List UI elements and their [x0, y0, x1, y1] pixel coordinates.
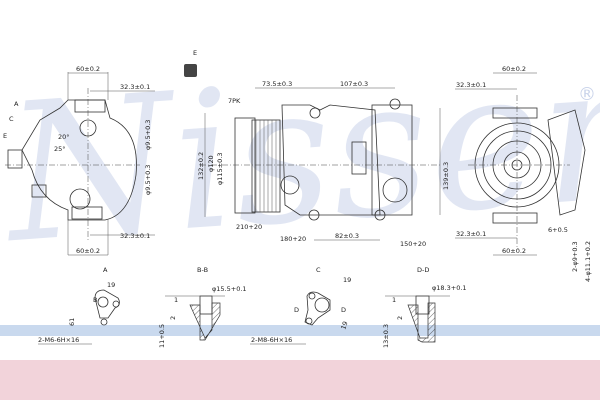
- left-view: 60±0.2 32.3±0.1 φ9.5+0.3 φ9.5+0.3 20° 25…: [3, 65, 155, 256]
- angle-c: 150+20: [400, 240, 426, 248]
- holes-b: 4-φ11.1+0.2: [584, 241, 592, 282]
- detail-c-dim2: 19: [339, 320, 349, 331]
- detail-a-thread: 2-M6-6H×16: [38, 336, 79, 344]
- detail-c: C 19 19 D D 2-M8-6H×16: [250, 266, 351, 345]
- dim-right: 107±0.3: [340, 80, 368, 88]
- detail-bb-height: 11+0.5: [158, 324, 166, 348]
- detail-dd-dia: φ18.3+0.1: [432, 284, 467, 292]
- left-lower-hole: φ9.5+0.3: [144, 165, 152, 195]
- detail-bb-dia: φ15.5+0.1: [212, 285, 247, 293]
- left-angle-1: 20°: [58, 133, 70, 141]
- callout-c: C: [9, 115, 14, 123]
- watermark-registered: ®: [578, 84, 596, 105]
- callout-a: A: [14, 100, 19, 108]
- blue-band: [0, 325, 600, 336]
- front-view: 60±0.2 32.3±0.1 32.3±0.1 60±0.2 6+0.5 2-…: [455, 65, 592, 282]
- pulley-inner: φ115±0.3: [216, 153, 224, 185]
- detail-a-title: A: [103, 266, 108, 274]
- detail-dd-mid: 2: [396, 316, 404, 320]
- side-view: 73.5±0.3 107±0.3 7PK 132±0.2 φ120 φ115±0…: [197, 80, 450, 248]
- detail-a-dim2: 61: [68, 318, 76, 326]
- detail-c-title: C: [316, 266, 321, 274]
- watermark-logo: Nissens: [0, 12, 600, 285]
- detail-e: E: [184, 49, 197, 77]
- detail-c-thread: 2-M8-6H×16: [251, 336, 292, 344]
- detail-dd-small: 1: [392, 296, 396, 304]
- pulley-dia: φ120: [207, 155, 215, 172]
- detail-a-dim: 19: [107, 281, 115, 289]
- left-top-width: 60±0.2: [76, 65, 100, 73]
- bottom-span: 82±0.3: [335, 232, 359, 240]
- front-bottom-offset: 32.3±0.1: [456, 230, 486, 238]
- front-top-width: 60±0.2: [502, 65, 526, 73]
- front-top-offset: 32.3±0.1: [456, 81, 486, 89]
- left-bottom-offset: 32.3±0.1: [120, 232, 150, 240]
- angle-b: 180+20: [280, 235, 306, 243]
- detail-c-mark-right: D: [341, 306, 346, 314]
- detail-d-d: D-D φ18.3+0.1 1 2 13±0.3: [382, 266, 467, 348]
- height-right: 139±0.3: [442, 162, 450, 190]
- left-top-offset: 32.3±0.1: [120, 83, 150, 91]
- belt-type: 7PK: [228, 97, 241, 105]
- detail-bb-title: B-B: [197, 266, 208, 274]
- front-gap: 6+0.5: [548, 226, 568, 234]
- detail-e-label: E: [193, 49, 197, 57]
- height-left: 132±0.2: [197, 152, 205, 180]
- angle-a: 210+20: [236, 223, 262, 231]
- detail-a: A 19 61 2-M6-6H×16 B: [38, 266, 120, 345]
- pink-band: [0, 360, 600, 400]
- holes-a: 2-φ9+0.3: [571, 241, 579, 272]
- detail-c-dim: 19: [343, 276, 351, 284]
- detail-dd-title: D-D: [417, 266, 429, 274]
- detail-bb-mid: 2: [169, 316, 177, 320]
- detail-c-mark-left: D: [294, 306, 299, 314]
- left-angle-2: 25°: [54, 145, 66, 153]
- callout-e: E: [3, 132, 7, 140]
- front-bottom-width: 60±0.2: [502, 247, 526, 255]
- left-bottom-width: 60±0.2: [76, 247, 100, 255]
- left-upper-hole: φ9.5+0.3: [144, 120, 152, 150]
- detail-b-b: B-B φ15.5+0.1 1 2 11+0.5: [158, 266, 247, 348]
- detail-a-mark: B: [93, 296, 97, 304]
- detail-bb-small: 1: [174, 296, 178, 304]
- detail-dd-height: 13±0.3: [382, 324, 390, 348]
- dim-left: 73.5±0.3: [262, 80, 292, 88]
